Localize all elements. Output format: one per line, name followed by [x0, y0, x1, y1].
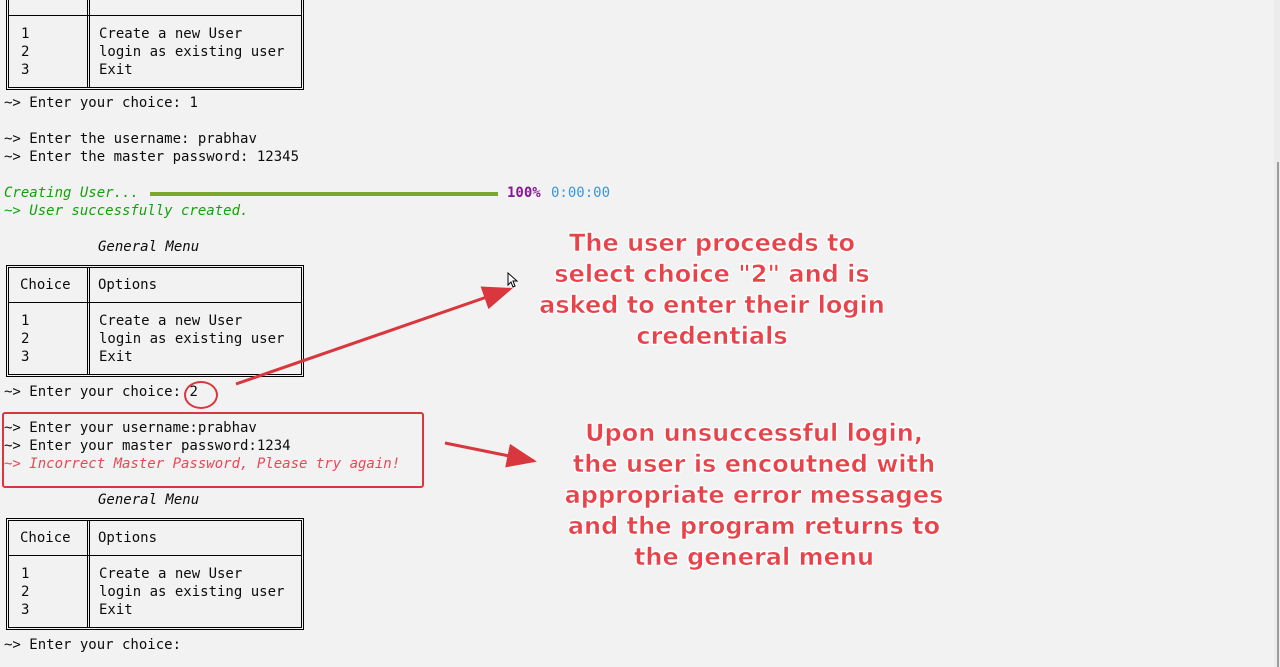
row-1-num: 1 — [21, 26, 30, 42]
row-1-option: Create a new User — [99, 26, 243, 42]
error-highlight-box — [2, 412, 424, 488]
header-options: Options — [98, 530, 158, 546]
master-password-line: ~> Enter the master password: 12345 — [4, 149, 300, 165]
choice-highlight-circle — [184, 381, 218, 409]
general-menu-title-2: General Menu — [98, 492, 200, 508]
row-2-option: login as existing user — [99, 331, 285, 347]
row-3-num: 3 — [21, 349, 30, 365]
error-message: ~> Incorrect Master Password, Please try… — [4, 456, 401, 472]
row-1-num: 1 — [21, 566, 30, 582]
row-3-num: 3 — [21, 602, 30, 618]
header-divider — [9, 302, 301, 303]
column-divider — [87, 0, 90, 87]
header-divider — [9, 555, 301, 556]
creating-user-label: Creating User... — [4, 185, 139, 201]
row-1-num: 1 — [21, 313, 30, 329]
header-options: Options — [98, 277, 158, 293]
header-choice: Choice — [20, 277, 71, 293]
header-choice: Choice — [20, 530, 71, 546]
menu-table-top: 1 Create a new User 2 login as existing … — [6, 0, 304, 90]
annotation-note-1: The user proceeds to select choice "2" a… — [539, 229, 885, 351]
row-2-num: 2 — [21, 584, 30, 600]
mouse-pointer-icon — [507, 272, 519, 288]
user-created-message: ~> User successfully created. — [4, 203, 249, 219]
row-1-option: Create a new User — [99, 313, 243, 329]
row-2-num: 2 — [21, 44, 30, 60]
row-3-num: 3 — [21, 62, 30, 78]
row-3-option: Exit — [99, 62, 133, 78]
choice-line-1: ~> Enter your choice: 1 — [4, 95, 198, 111]
row-2-option: login as existing user — [99, 44, 285, 60]
progress-elapsed: 0:00:00 — [551, 185, 611, 201]
annotation-note-2: Upon unsuccessful login, the user is enc… — [564, 419, 944, 572]
login-username-line: ~> Enter your username:prabhav — [4, 420, 257, 436]
progress-percent: 100% — [507, 185, 541, 201]
login-password-line: ~> Enter your master password:1234 — [4, 438, 291, 454]
menu-table-3: Choice Options 1 Create a new User 2 log… — [6, 518, 304, 630]
choice-line-2: ~> Enter your choice: 2 — [4, 384, 198, 400]
row-2-option: login as existing user — [99, 584, 285, 600]
row-1-option: Create a new User — [99, 566, 243, 582]
row-3-option: Exit — [99, 602, 133, 618]
progress-bar — [150, 192, 498, 196]
menu-table-2: Choice Options 1 Create a new User 2 log… — [6, 265, 304, 377]
row-3-option: Exit — [99, 349, 133, 365]
column-divider — [87, 268, 90, 374]
username-line: ~> Enter the username: prabhav — [4, 131, 257, 147]
column-divider — [87, 521, 90, 627]
row-2-num: 2 — [21, 331, 30, 347]
arrow-to-note2 — [444, 441, 537, 468]
scrollbar-thumb[interactable] — [1277, 162, 1279, 667]
general-menu-title: General Menu — [98, 239, 200, 255]
header-divider — [9, 15, 301, 16]
final-choice-prompt[interactable]: ~> Enter your choice: — [4, 637, 182, 653]
